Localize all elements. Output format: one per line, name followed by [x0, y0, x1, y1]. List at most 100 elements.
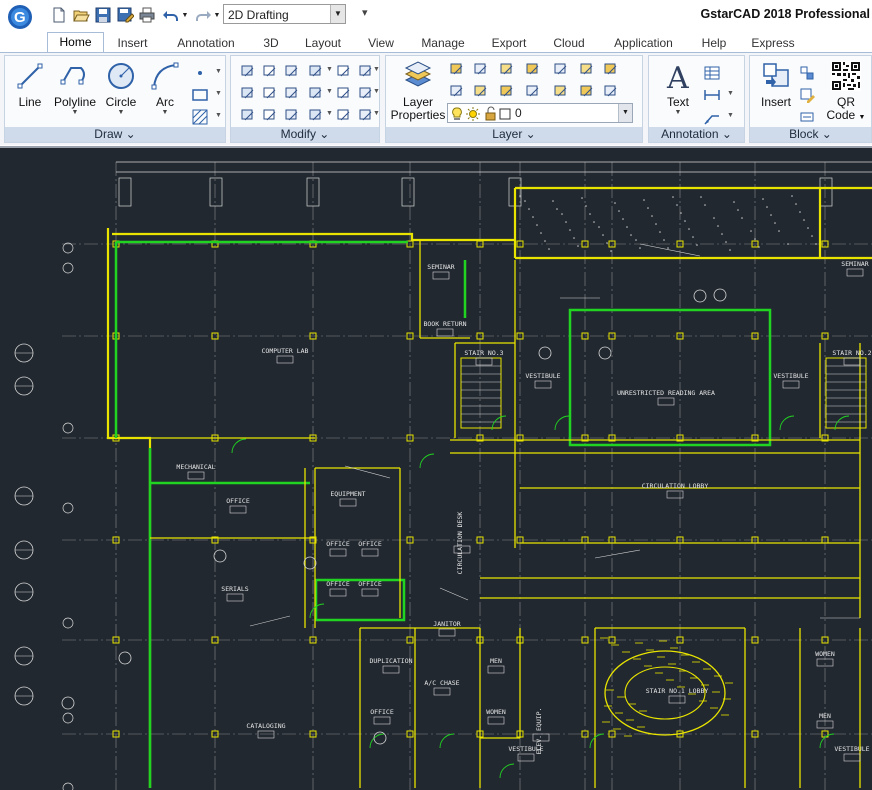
- door-swing[interactable]: [439, 733, 455, 749]
- grid-bubble[interactable]: [62, 782, 74, 790]
- hatch-dot[interactable]: [561, 213, 563, 215]
- column-marker[interactable]: [516, 240, 524, 248]
- hatch-dot[interactable]: [618, 210, 620, 212]
- room-label[interactable]: CIRCULATION DESK: [456, 512, 464, 575]
- tab-help[interactable]: Help: [701, 36, 727, 50]
- green-wall[interactable]: [314, 578, 406, 622]
- hatch-dot[interactable]: [737, 209, 739, 211]
- room-number-box[interactable]: [668, 695, 686, 704]
- hatch-dot[interactable]: [791, 195, 793, 197]
- hatch-dot[interactable]: [770, 214, 772, 216]
- chevron-down-icon[interactable]: ▼: [858, 114, 866, 121]
- door-swing[interactable]: [779, 415, 795, 431]
- hatch-dot[interactable]: [639, 247, 641, 249]
- room-label[interactable]: ELEV. EQUIP.: [535, 708, 543, 755]
- column-marker[interactable]: [608, 434, 616, 442]
- grid-bubble[interactable]: [62, 242, 74, 254]
- modify-panel-title[interactable]: Modify ⌄: [231, 127, 379, 142]
- column-marker[interactable]: [821, 240, 829, 248]
- chevron-down-icon[interactable]: ▼: [326, 110, 333, 117]
- erase-icon[interactable]: [239, 106, 257, 124]
- layer-select[interactable]: 0 ▼: [447, 103, 633, 123]
- exterior-wall[interactable]: [112, 232, 515, 242]
- door-swing[interactable]: [819, 733, 835, 749]
- hatch-dot[interactable]: [622, 218, 624, 220]
- hatch-dot[interactable]: [524, 200, 526, 202]
- open-icon[interactable]: [71, 5, 91, 25]
- hatch-dot[interactable]: [663, 239, 665, 241]
- layer-unisolate-icon[interactable]: [472, 82, 490, 100]
- room-label[interactable]: DUPLICATION: [369, 657, 412, 665]
- leader-line[interactable]: [439, 587, 469, 601]
- section-bubble[interactable]: [373, 731, 387, 745]
- room-number-box[interactable]: [816, 720, 834, 729]
- room-number-box[interactable]: [382, 665, 400, 674]
- door-swing[interactable]: [419, 453, 435, 469]
- room-number-box[interactable]: [436, 328, 454, 337]
- tab-annotation[interactable]: Annotation: [177, 36, 235, 50]
- green-wall[interactable]: [568, 308, 772, 447]
- chevron-down-icon[interactable]: ▼: [373, 66, 380, 73]
- hatch-dot[interactable]: [606, 242, 608, 244]
- column-marker[interactable]: [406, 434, 414, 442]
- column-marker[interactable]: [751, 332, 759, 340]
- hatch-dot[interactable]: [762, 198, 764, 200]
- room-number-box[interactable]: [487, 716, 505, 725]
- chevron-down-icon[interactable]: ▼: [117, 109, 125, 116]
- room-number-box[interactable]: [361, 548, 379, 557]
- layer-isolate-icon[interactable]: [472, 60, 490, 78]
- hatch-dot[interactable]: [754, 238, 756, 240]
- room-number-box[interactable]: [487, 665, 505, 674]
- room-number-box[interactable]: [373, 716, 391, 725]
- layer-on-icon[interactable]: [448, 82, 466, 100]
- hatch-dot[interactable]: [585, 205, 587, 207]
- multileader-icon[interactable]: [703, 108, 721, 126]
- hatch-dot[interactable]: [758, 246, 760, 248]
- chamfer-icon[interactable]: [261, 106, 279, 124]
- hatch-dot[interactable]: [733, 201, 735, 203]
- room-number-box[interactable]: [816, 658, 834, 667]
- room-label[interactable]: SEMINAR: [841, 260, 868, 268]
- hatch-dot[interactable]: [778, 230, 780, 232]
- column-marker[interactable]: [821, 332, 829, 340]
- section-bubble[interactable]: [303, 556, 317, 570]
- column-marker[interactable]: [581, 636, 589, 644]
- column-marker[interactable]: [676, 636, 684, 644]
- hatch-dot[interactable]: [548, 248, 550, 250]
- door-swing[interactable]: [491, 415, 507, 431]
- column-marker[interactable]: [309, 332, 317, 340]
- floor-plan-drawing[interactable]: COMPUTER LABMECHANICALOFFICESERIALSCATAL…: [0, 148, 872, 790]
- break-icon[interactable]: [307, 106, 325, 124]
- section-bubble[interactable]: [693, 289, 707, 303]
- room-number-box[interactable]: [226, 593, 244, 602]
- hatch-dot[interactable]: [795, 203, 797, 205]
- room-label[interactable]: MEN: [490, 657, 502, 665]
- column-marker[interactable]: [406, 240, 414, 248]
- array-icon[interactable]: [307, 62, 325, 80]
- room-label[interactable]: STAIR NO.3: [464, 349, 503, 357]
- room-label[interactable]: EQUIPMENT: [330, 490, 365, 498]
- room-label[interactable]: BOOK RETURN: [423, 320, 466, 328]
- hatch-dot[interactable]: [803, 219, 805, 221]
- hatch-dot[interactable]: [540, 232, 542, 234]
- layer-current-icon[interactable]: [552, 82, 570, 100]
- room-label[interactable]: STAIR NO.1 LOBBY: [646, 687, 709, 695]
- column-marker[interactable]: [608, 730, 616, 738]
- chevron-down-icon[interactable]: ▼: [161, 109, 169, 116]
- hatch-dot[interactable]: [721, 233, 723, 235]
- hatch-dot[interactable]: [647, 207, 649, 209]
- table-icon[interactable]: [703, 64, 721, 82]
- section-bubble[interactable]: [61, 696, 75, 710]
- hatch-dot[interactable]: [565, 221, 567, 223]
- hatch-dot[interactable]: [659, 231, 661, 233]
- door-swing[interactable]: [834, 415, 850, 431]
- room-number-box[interactable]: [257, 730, 275, 739]
- column-marker[interactable]: [676, 240, 684, 248]
- room-number-box[interactable]: [329, 588, 347, 597]
- column-marker[interactable]: [751, 434, 759, 442]
- layer-previous-icon[interactable]: [578, 60, 596, 78]
- room-number-box[interactable]: [666, 490, 684, 499]
- stretch-icon[interactable]: [283, 62, 301, 80]
- section-bubble[interactable]: [598, 346, 612, 360]
